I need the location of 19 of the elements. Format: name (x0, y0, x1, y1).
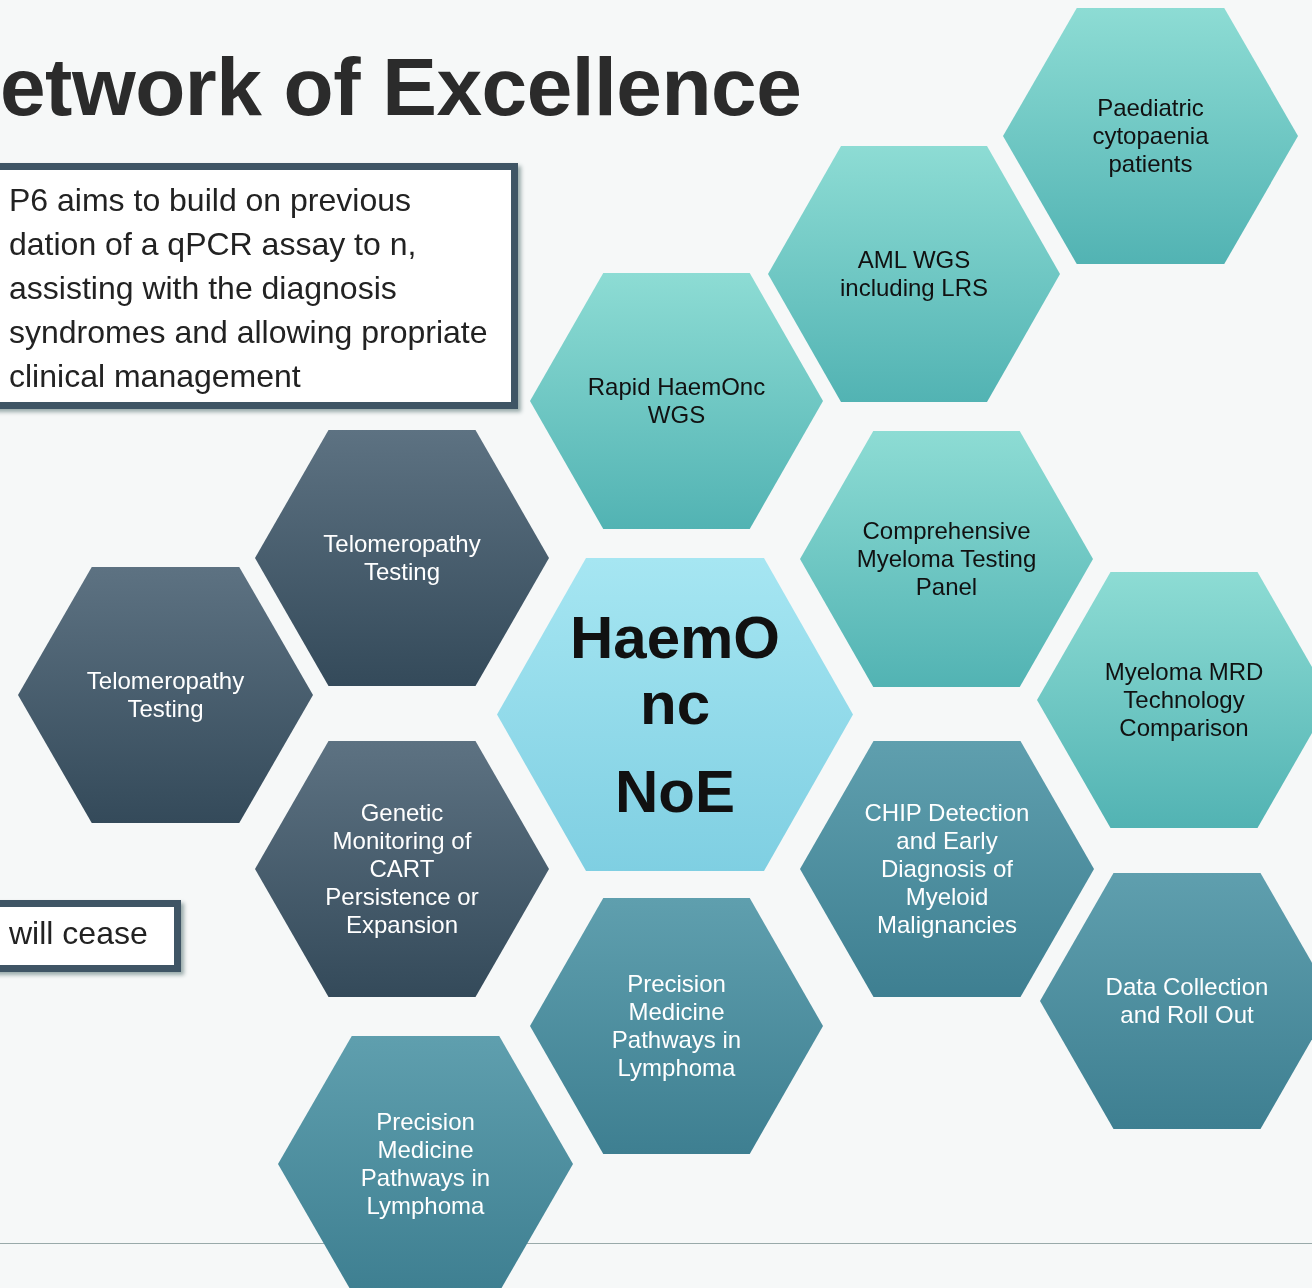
body-text: will cease (9, 914, 149, 953)
body-text: P6 aims to build on previous dation of a qPCR assay to n, assisting with the diagnosis syndromes and allowing propriate clinical management (9, 181, 489, 396)
hexagon-label: CHIP Detection and Early Diagnosis of Myeloid Malignancies (863, 799, 1031, 939)
hexagon-label: NoE (614, 758, 736, 825)
hexagon-label: Telomeropathy Testing (322, 530, 482, 586)
hexagon-label: AML WGS including LRS (838, 246, 990, 302)
hexagon-label: Paediatric cytopaenia patients (1091, 94, 1210, 178)
hexagon-label: Precision Medicine Pathways in Lymphoma (610, 970, 743, 1082)
hexagon-label: Myeloma MRD Technology Comparison (1103, 658, 1265, 742)
hexagon-label: Comprehensive Myeloma Testing Panel (855, 517, 1038, 601)
text-box (0, 900, 181, 972)
hexagon-label: Data Collection and Roll Out (1104, 973, 1270, 1029)
hexagon-label: HaemOnc (568, 604, 782, 737)
hexagon-label: Precision Medicine Pathways in Lymphoma (359, 1108, 492, 1220)
hexagon-label: Telomeropathy Testing (85, 667, 246, 723)
hexagon-label: Genetic Monitoring of CART Persistence or Expansion (324, 799, 480, 939)
hexagon-label: Rapid HaemOnc WGS (586, 373, 767, 429)
slide-title: etwork of Excellence (0, 40, 802, 134)
text-box (0, 163, 518, 409)
